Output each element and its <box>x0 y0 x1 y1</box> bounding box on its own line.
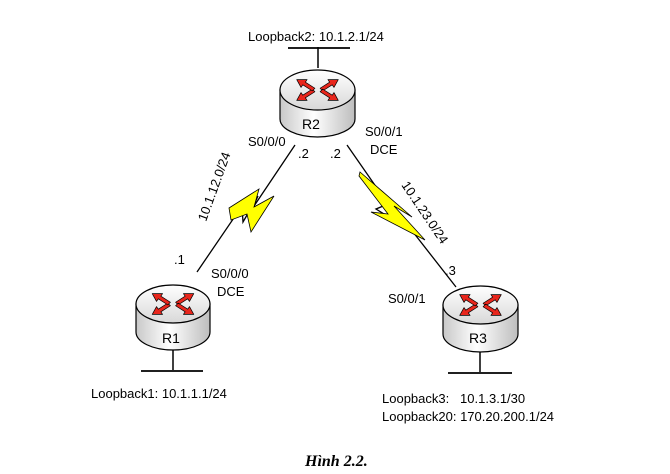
loopback-label-r3-line2: Loopback20: 170.20.200.1/24 <box>382 409 554 424</box>
router-top-r3 <box>442 285 519 325</box>
router-r3: R3 <box>442 285 519 374</box>
loopback-label-r2: Loopback2: 10.1.2.1/24 <box>248 29 384 44</box>
serial-lightning-r1-r2 <box>228 188 275 234</box>
network-label-r1-r2: 10.1.12.0/24 <box>195 150 234 223</box>
interface-label-r2-s001: S0/0/1 <box>365 124 403 139</box>
serial-link-r2-r3 <box>346 144 457 288</box>
router-name-r3: R3 <box>469 330 487 346</box>
router-name-r2: R2 <box>302 116 320 132</box>
router-r1: R1 <box>135 284 211 372</box>
host-label-r1: .1 <box>174 252 185 267</box>
dce-label-r1: DCE <box>217 284 245 299</box>
router-name-r1: R1 <box>162 330 180 346</box>
figure-caption: Hình 2.2. <box>304 453 368 470</box>
router-r2: R2 <box>279 47 356 138</box>
loopback-label-r1: Loopback1: 10.1.1.1/24 <box>91 386 227 401</box>
host-label-r2-link2: .2 <box>330 146 341 161</box>
serial-link-r1-r2 <box>196 144 296 273</box>
router-top-r1 <box>135 284 211 324</box>
host-label-r2-link1: .2 <box>298 146 309 161</box>
dce-label-r2: DCE <box>370 142 398 157</box>
host-label-r3: .3 <box>445 263 456 278</box>
loopback-label-r3-line1: Loopback3: 10.1.3.1/30 <box>382 391 525 406</box>
router-top-r2 <box>279 69 356 111</box>
serial-lightning-r2-r3 <box>358 171 426 241</box>
interface-label-r1-s000: S0/0/0 <box>211 266 249 281</box>
interface-label-r3-s001: S0/0/1 <box>388 291 426 306</box>
interface-label-r2-s000: S0/0/0 <box>248 134 286 149</box>
